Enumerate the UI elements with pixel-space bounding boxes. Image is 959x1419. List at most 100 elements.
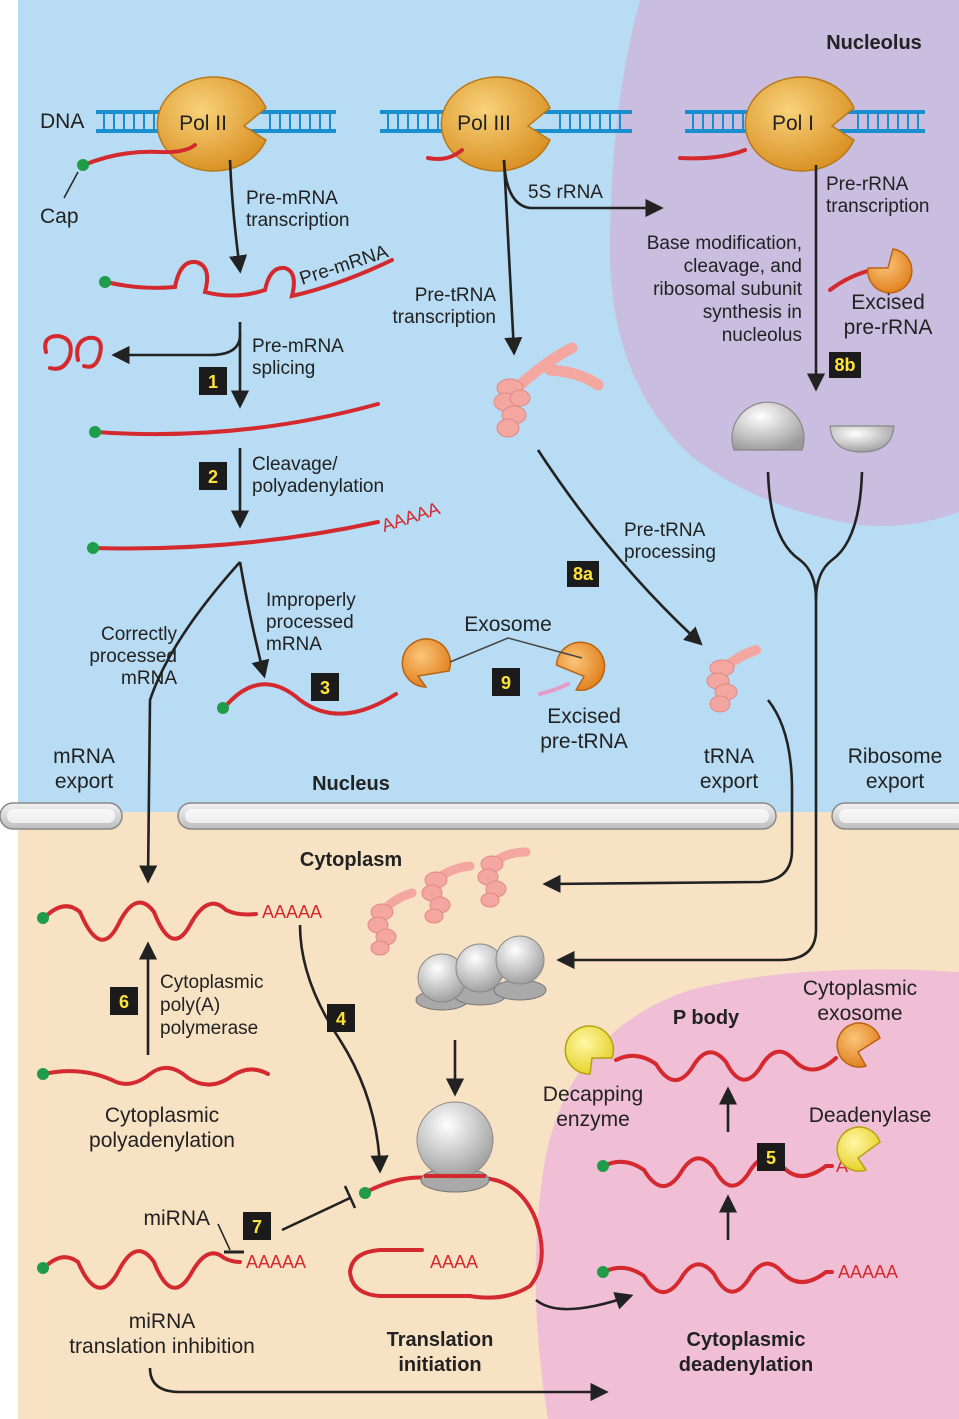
svg-text:9: 9: [501, 673, 511, 693]
cyto-mrna-exported: [42, 900, 258, 942]
pre-mrna-cap: [99, 276, 111, 288]
cyto-mrna-unpolyadenylated: [42, 1066, 270, 1087]
step-3-badge: 3: [311, 673, 339, 701]
mirna-mrna: [42, 1249, 242, 1290]
cap-pointer: [63, 171, 79, 199]
arrow-splicing-out: [111, 334, 242, 365]
nascent-mrna: [82, 143, 197, 167]
svg-text:4: 4: [336, 1009, 346, 1029]
svg-text:7: 7: [252, 1217, 262, 1237]
exosome-pointer-lines: [449, 637, 583, 663]
arrow-trna-export: [542, 699, 794, 893]
nascent-pre-rrna: [678, 148, 747, 161]
deadenylase-label: Deadenylase: [809, 1104, 932, 1127]
decapped-mrna: [614, 1049, 838, 1082]
pol3-label: Pol III: [457, 112, 511, 135]
deadenylation-mrna: [602, 1261, 834, 1294]
mirna-mrna-cap: [37, 1262, 49, 1274]
dna-label: DNA: [40, 110, 84, 133]
pol3-polymerase: [440, 76, 551, 172]
exosome-pol1-icon: [867, 248, 913, 294]
cap-label: Cap: [40, 205, 79, 228]
step-4-badge: 4: [327, 1004, 355, 1032]
cytoplasm-label: Cytoplasm: [300, 849, 402, 871]
translating-mrna-cap: [359, 1187, 371, 1199]
translating-mrna-polya: AAAA: [430, 1252, 478, 1272]
step-9-badge: 9: [492, 668, 520, 696]
excised-pre-trna-fragment: [538, 682, 570, 696]
svg-text:8b: 8b: [834, 355, 855, 375]
step-8a-badge: 8a: [567, 561, 599, 587]
excised-introns: [43, 333, 103, 371]
mirna-label: miRNA: [144, 1207, 211, 1230]
arrow-improperly: [238, 561, 270, 679]
cytoplasmic-exosome-icon: [836, 1022, 881, 1068]
pol2-polymerase: [156, 76, 267, 172]
nucleus-label: Nucleus: [312, 773, 390, 795]
pol1-label: Pol I: [772, 112, 814, 135]
step-8b-badge: 8b: [829, 352, 861, 378]
polyadenylated-mrna-cap: [87, 542, 99, 554]
spliced-mrna-cap: [89, 426, 101, 438]
cyto-mrna-cap: [37, 912, 49, 924]
cyto-mrna-unpolya-cap: [37, 1068, 49, 1080]
arrow-mrna-export: [139, 561, 241, 884]
cytoplasmic-trnas: [367, 847, 531, 956]
large-ribosomal-subunit: [731, 401, 805, 451]
arrow-step4: [298, 924, 389, 1174]
svg-text:8a: 8a: [573, 564, 594, 584]
arrow-ribosome-export: [556, 471, 818, 970]
polyadenylated-mrna: [92, 520, 380, 551]
pol1-polymerase: [744, 76, 855, 172]
step-1-badge: 1: [199, 367, 227, 395]
arrow-to-deadenylation: [535, 1292, 634, 1311]
svg-text:5: 5: [766, 1148, 776, 1168]
svg-text:6: 6: [119, 992, 129, 1012]
exosome-label: Exosome: [464, 613, 552, 636]
arrow-pre-trna-transcription: [502, 159, 523, 356]
arrow-transcription: [228, 159, 248, 274]
nucleolus-label: Nucleolus: [826, 32, 922, 54]
step-2-badge: 2: [199, 462, 227, 490]
cytoplasmic-ribosomes: [415, 935, 547, 1011]
cap-marker: [77, 159, 89, 171]
mirna-mrna-polya: AAAAA: [246, 1252, 306, 1272]
nascent-pre-trna: [426, 148, 464, 161]
pre-trna-molecule: [493, 342, 604, 438]
arrow-pre-trna-processing: [536, 449, 703, 646]
translating-large-subunit: [416, 1101, 494, 1179]
decapping-enzyme-icon: [564, 1025, 615, 1075]
deadenylase-icon: [836, 1126, 881, 1172]
step-6-badge: 6: [110, 987, 138, 1015]
step-5-badge: 5: [757, 1143, 785, 1171]
improper-mrna-cap: [217, 702, 229, 714]
nuclear-membrane: [0, 802, 959, 830]
cyto-mrna-polya: AAAAA: [262, 902, 322, 922]
deadenylase-mrna-cap: [597, 1160, 609, 1172]
p-body-label: P body: [673, 1007, 740, 1029]
p-body-region: [535, 969, 959, 1419]
svg-text:3: 3: [320, 678, 330, 698]
exosome-icon: [401, 638, 452, 688]
cleavage-polyadenylation-label: Cleavage/polyadenylation: [252, 454, 384, 497]
spliced-mrna: [94, 402, 380, 437]
trna-molecule: [706, 645, 761, 713]
